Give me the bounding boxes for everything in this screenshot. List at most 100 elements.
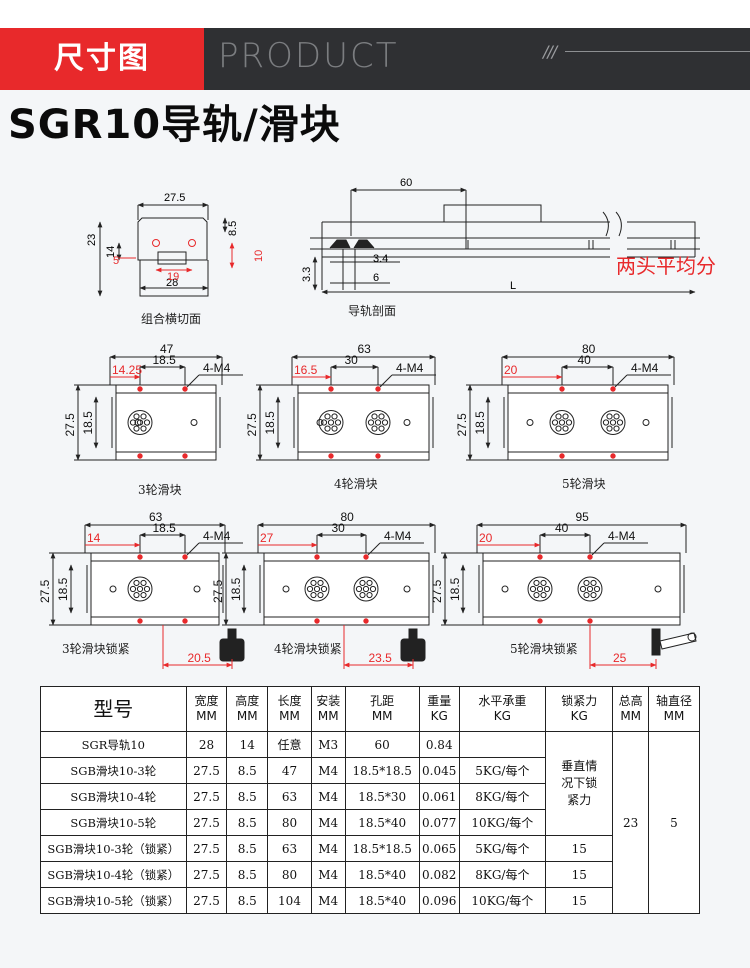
cross-section-labels: 27.5 28 23 14 8.5 19 5 10: [86, 192, 265, 289]
dim-text: 30: [332, 521, 346, 535]
header-product: PRODUCT: [218, 36, 399, 76]
shaft-diameter: 5: [648, 731, 700, 914]
dim-text: 30: [345, 353, 359, 367]
block-l5: 95 40 20 4-M4 27.5 18.5 25: [430, 510, 697, 669]
table-row: SGB滑块10-4轮 27.5 8.5 63 M4 18.5*30 0.061 …: [40, 783, 700, 810]
dim-text: 16.5: [294, 363, 318, 377]
dim-text: 63: [149, 510, 163, 524]
total-height: 23: [612, 731, 649, 914]
header-slashes: ///: [543, 42, 557, 61]
header-badge: 尺寸图: [0, 28, 204, 90]
dim-text: 27.5: [245, 413, 259, 437]
dim-text: 14.25: [112, 363, 142, 377]
dim-text: 18.5: [153, 521, 177, 535]
lock-note: 垂直情况下锁紧力: [545, 731, 614, 836]
caption-l3: 3轮滑块锁紧: [62, 642, 130, 656]
dim-text: 4-M4: [384, 529, 412, 543]
dim-text: 3.3: [301, 267, 313, 282]
dim-text: 14: [105, 246, 117, 258]
table-row: SGB滑块10-5轮 27.5 8.5 80 M4 18.5*40 0.077 …: [40, 809, 700, 836]
rail-note: 两头平均分: [616, 254, 716, 278]
dim-text: 27.5: [63, 413, 77, 437]
dim-text: 63: [358, 342, 372, 356]
dim-text: 18.5: [153, 353, 177, 367]
caption-l4: 4轮滑块锁紧: [274, 642, 342, 656]
dim-text: 18.5: [263, 411, 277, 435]
drawings: 27.5 28 23 14 8.5 19 5 10 60: [38, 177, 700, 669]
caption-b4: 4轮滑块: [334, 477, 378, 491]
dim-text: 23.5: [369, 651, 393, 665]
dim-text: 27.5: [38, 579, 52, 603]
page-title: SGR10导轨/滑块: [8, 102, 341, 148]
dim-text: 20.5: [188, 651, 212, 665]
rail-section-drawing: [310, 187, 700, 295]
dim-text: 4-M4: [608, 529, 636, 543]
dim-text: 14: [87, 531, 101, 545]
dim-text: 18.5: [448, 577, 462, 601]
dim-text: 18.5: [229, 577, 243, 601]
table-row: SGB滑块10-3轮（锁紧） 27.5 8.5 63 M4 18.5*18.5 …: [40, 835, 700, 862]
caption-rail: 导轨剖面: [348, 304, 397, 318]
dim-text: 27.5: [211, 579, 225, 603]
dim-text: 40: [555, 521, 569, 535]
dim-text: 95: [576, 510, 590, 524]
top-band: [0, 0, 750, 28]
caption-cross: 组合横切面: [141, 312, 202, 326]
dim-text: L: [510, 280, 516, 292]
rail-section-labels: 60 3.4 6 3.3 L: [301, 177, 516, 292]
dim-text: 4-M4: [203, 529, 231, 543]
header-bar: 尺寸图 PRODUCT ///: [0, 28, 750, 90]
dim-text: 10: [253, 250, 265, 262]
caption-b3: 3轮滑块: [138, 483, 182, 497]
table-row: SGB滑块10-5轮（锁紧） 27.5 8.5 104 M4 18.5*40 0…: [40, 887, 700, 914]
dim-text: 6: [373, 272, 379, 284]
dim-text: 20: [479, 531, 493, 545]
caption-b5: 5轮滑块: [562, 477, 606, 491]
dim-text: 18.5: [81, 411, 95, 435]
dim-text: 4-M4: [631, 361, 659, 375]
dim-text: 18.5: [56, 577, 70, 601]
dim-text: 8.5: [227, 221, 239, 236]
dim-text: 25: [613, 651, 627, 665]
dim-text: 4-M4: [396, 361, 424, 375]
table-row: SGB滑块10-4轮（锁紧） 27.5 8.5 80 M4 18.5*40 0.…: [40, 861, 700, 888]
cross-section-drawing: [97, 202, 235, 297]
table-row: SGR导轨10 28 14 任意 M3 60 0.84 垂直情况下锁紧力 23 …: [40, 731, 700, 914]
dim-text: 47: [160, 342, 174, 356]
dim-text: 19: [167, 271, 179, 283]
dim-text: 27.5: [164, 192, 185, 204]
dim-text: 28: [166, 277, 178, 289]
caption-l5: 5轮滑块锁紧: [510, 642, 578, 656]
dim-text: 40: [578, 353, 592, 367]
dim-text: 27.5: [455, 413, 469, 437]
dim-text: 80: [341, 510, 355, 524]
dim-text: 3.4: [373, 253, 388, 265]
dim-text: 80: [582, 342, 596, 356]
dim-text: 18.5: [473, 411, 487, 435]
table-row: SGB滑块10-3轮 27.5 8.5 47 M4 18.5*18.5 0.04…: [40, 757, 700, 784]
dim-text: 5: [113, 255, 119, 267]
dim-text: 23: [86, 234, 98, 246]
dim-text: 27.5: [430, 579, 444, 603]
dim-text: 60: [400, 177, 412, 189]
th-model: 型号: [40, 686, 187, 732]
dim-text: 27: [260, 531, 274, 545]
